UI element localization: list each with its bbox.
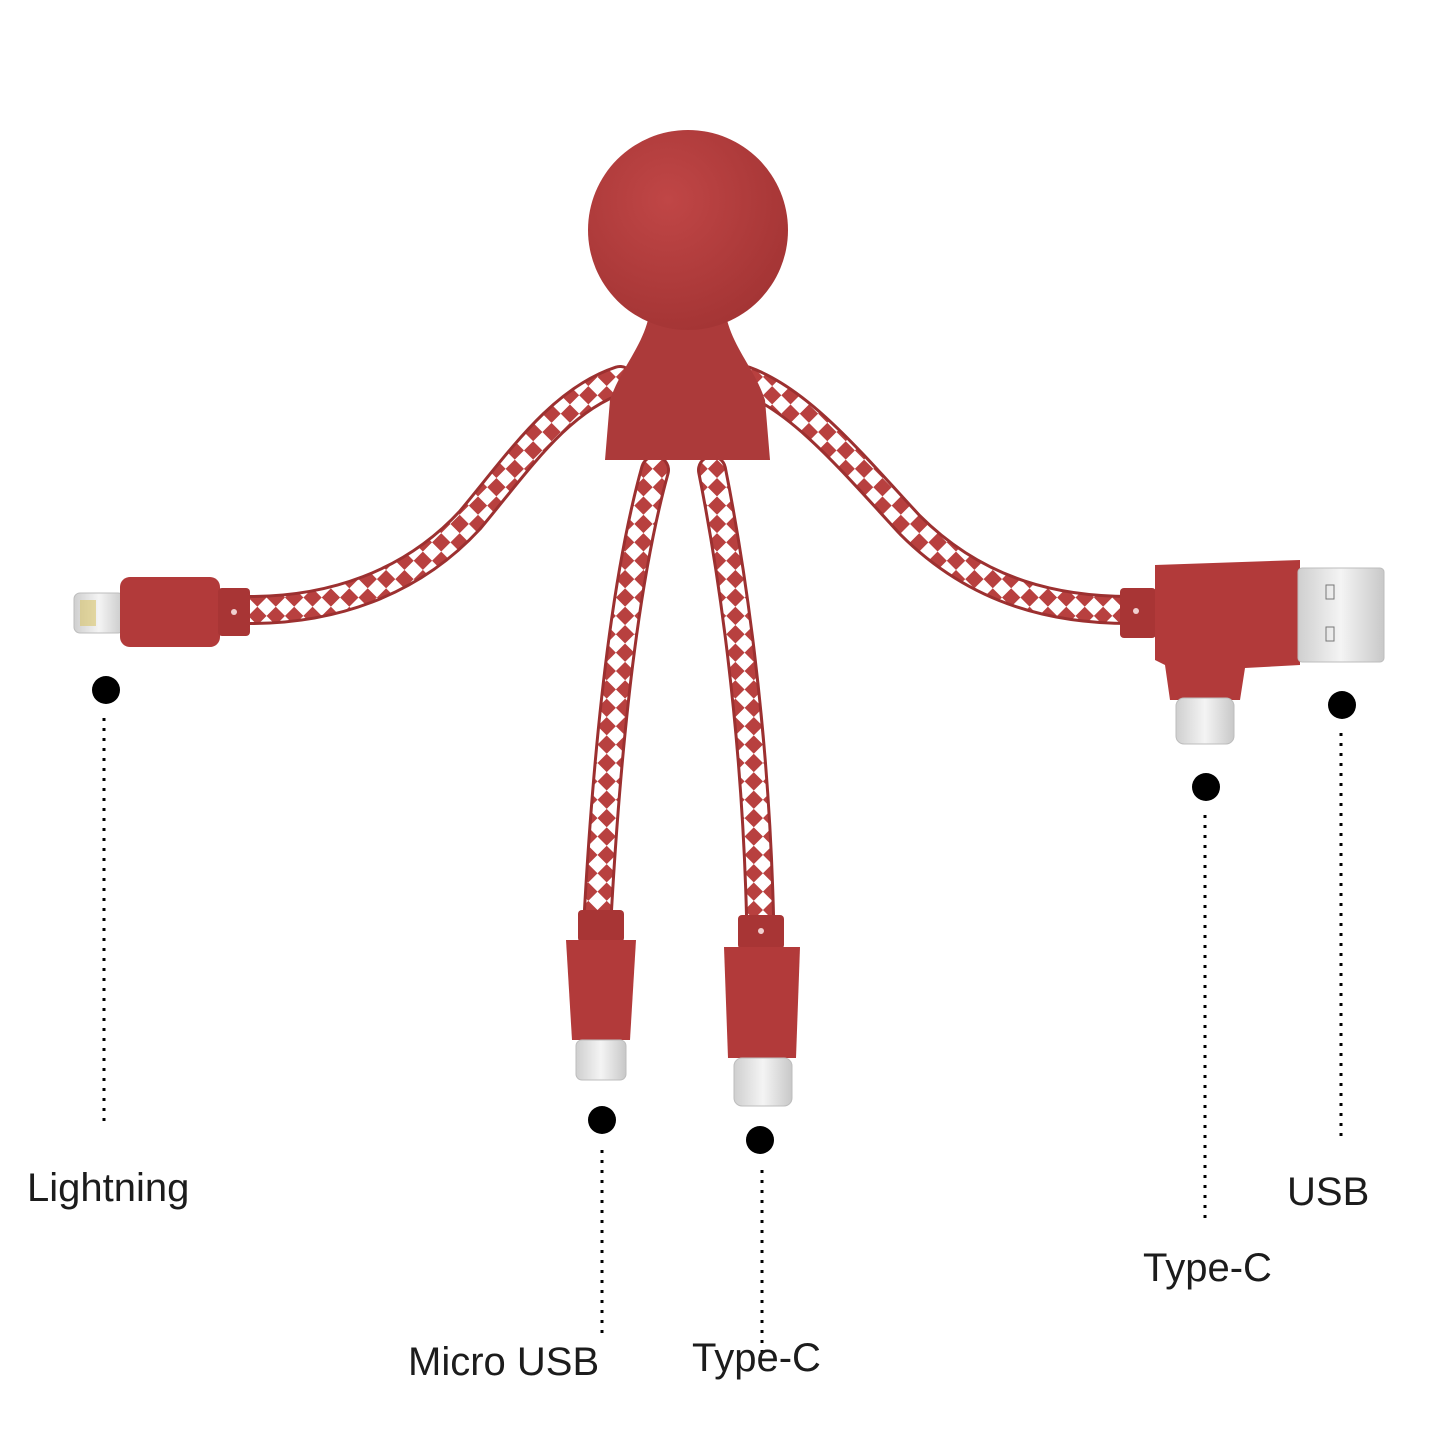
callout-dot-micro-usb [588,1106,616,1134]
label-usb: USB [1287,1170,1370,1214]
hub-head [588,130,788,330]
micro-usb-connector [566,910,636,1081]
type-c-bottom-connector [724,915,800,1107]
lightning-connector [73,577,250,647]
callout-dot-usb [1328,691,1356,719]
label-lightning: Lightning [27,1166,190,1210]
callout-dot-lightning [92,676,120,704]
callout-dot-type-c-bottom [746,1126,774,1154]
cables [235,365,1145,930]
label-micro-usb: Micro USB [408,1340,600,1384]
usb-combo-connector [1120,560,1385,745]
hub-body [588,130,788,460]
label-type-c-right: Type-C [1143,1246,1272,1290]
callout-markers [92,676,1356,1355]
label-type-c-bottom: Type-C [692,1336,821,1380]
callout-dot-type-c-right [1192,773,1220,801]
